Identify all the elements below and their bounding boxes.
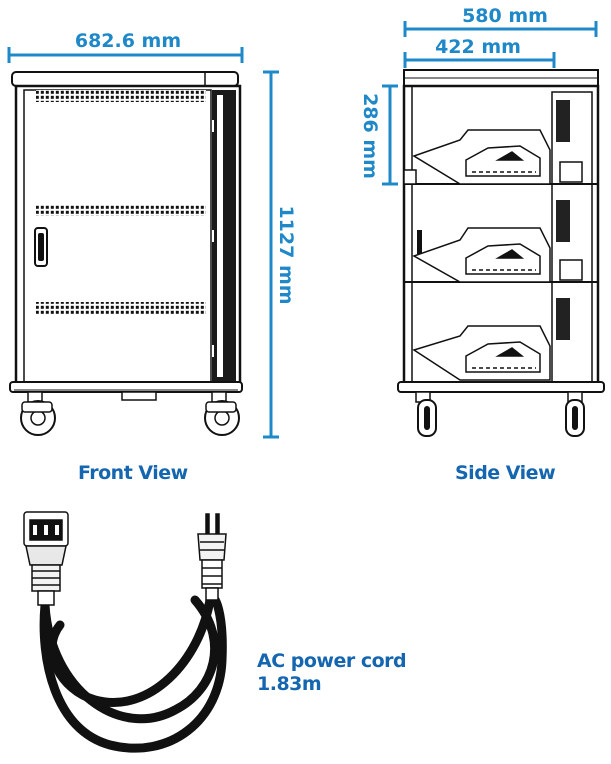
power-cord-caption-line2: 1.83m — [257, 673, 322, 695]
iec-connector — [23, 511, 69, 606]
side-shelf-height-label: 286 mm — [359, 93, 381, 179]
side-caster-right — [565, 391, 585, 437]
front-width-label: 682.6 mm — [75, 30, 181, 52]
front-caster-left — [20, 391, 56, 436]
front-height-dimension: 1127 mm — [263, 70, 297, 439]
charger-tray-3 — [412, 325, 551, 381]
front-view-caption: Front View — [78, 462, 188, 484]
side-depth-label: 580 mm — [462, 5, 548, 27]
cart-side-view — [397, 69, 605, 437]
front-height-label: 1127 mm — [275, 205, 297, 304]
charger-tray-1 — [412, 129, 551, 185]
cart-front-view — [9, 71, 243, 436]
side-view-caption: Side View — [455, 462, 556, 484]
vent-middle — [36, 204, 206, 216]
side-depth-dimension: 580 mm — [403, 5, 598, 37]
side-inner-depth-dimension: 422 mm — [403, 36, 556, 68]
side-shelf-height-dimension: 286 mm — [359, 84, 398, 186]
charger-tray-2 — [412, 227, 551, 283]
power-cord-illustration — [23, 511, 227, 753]
nema-plug — [197, 513, 227, 601]
vent-top — [36, 90, 206, 102]
vent-bottom — [36, 302, 206, 314]
front-caster-right — [204, 391, 240, 436]
front-width-dimension: 682.6 mm — [7, 30, 244, 63]
power-cord-caption: AC power cord 1.83m — [257, 650, 407, 696]
power-cord-caption-line1: AC power cord — [257, 650, 407, 672]
side-inner-depth-label: 422 mm — [435, 36, 521, 58]
side-caster-left — [415, 391, 437, 437]
